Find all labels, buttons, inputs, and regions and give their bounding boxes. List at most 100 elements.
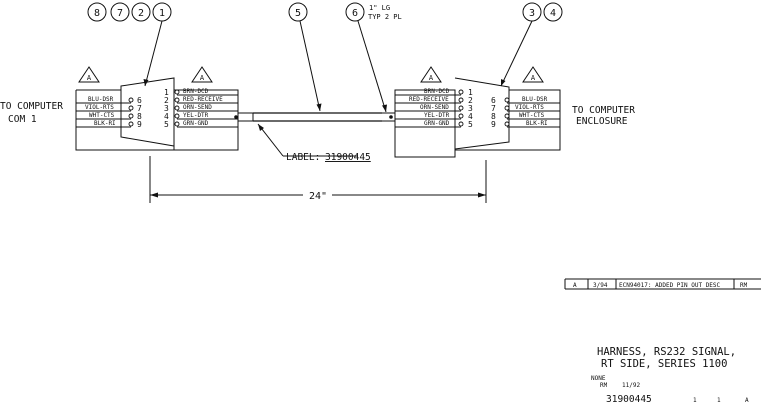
right-pin-1: 1	[468, 88, 473, 97]
left-pin-1: 1	[164, 88, 169, 97]
left-backshell-front	[174, 89, 239, 151]
left-side-label-1: TO COMPUTER	[0, 101, 63, 112]
left-side-label-2: COM 1	[8, 114, 37, 125]
right-side-label-2: ENCLOSURE	[576, 116, 628, 127]
balloon-cable: 5	[288, 2, 308, 22]
cable-clamp-left	[238, 112, 254, 122]
leader-line-left	[144, 20, 163, 87]
right-wire-label-pin5: GRN-GND	[424, 120, 450, 127]
label-qty-note: TYP 2 PL	[368, 13, 402, 21]
revision-letter: A	[573, 282, 577, 289]
balloon-group-left: 8 7 2 1	[87, 2, 172, 22]
right-wire-label-pin1: BRN-DCD	[424, 88, 450, 95]
revision-block: A 3/94 ECN94017: ADDED PIN OUT DESC RM	[564, 278, 761, 290]
length-dimension: 24"	[149, 156, 487, 203]
dimension-text: 24"	[309, 191, 327, 202]
left-pin-8: 8	[137, 112, 142, 121]
left-wire-label-pin8: WHT-CTS	[89, 112, 115, 119]
right-wire-label-pin6: BLU-DSR	[522, 96, 548, 103]
leader-arrow-tag	[382, 104, 387, 112]
leader-arrow-right	[501, 79, 506, 86]
label-callout-part: 31900445	[325, 152, 371, 163]
drawing-title-line-2: RT SIDE, SERIES 1100	[601, 358, 727, 370]
balloon-1-text: 1	[159, 8, 165, 19]
left-pin-6: 6	[137, 96, 142, 105]
right-pin-4: 4	[468, 112, 473, 121]
left-pin-5: 5	[164, 120, 169, 129]
balloon-7-text: 7	[117, 8, 123, 19]
right-wire-label-pin9: BLK-RI	[526, 120, 548, 127]
warning-triangle-left-b	[191, 66, 213, 83]
left-wire-label-pin9: BLK-RI	[94, 120, 116, 127]
revision-initials: RM	[740, 282, 748, 289]
triangle-left-a-text: A	[87, 74, 92, 82]
balloon-7	[110, 2, 130, 22]
right-pin-8: 8	[491, 112, 496, 121]
drawn-date: 11/92	[622, 382, 640, 389]
left-connector: TO COMPUTER COM 1 A A BLU-DSR VIOL-RTS W…	[0, 66, 239, 151]
right-wire-label-pin2: RED-RECEIVE	[409, 96, 449, 103]
right-wire-label-pin8: WHT-CTS	[519, 112, 545, 119]
left-backshell	[75, 89, 175, 151]
balloon-8-text: 8	[94, 8, 100, 19]
right-pin-3: 3	[468, 104, 473, 113]
right-pin-7: 7	[491, 104, 496, 113]
title-block: HARNESS, RS232 SIGNAL, RT SIDE, SERIES 1…	[591, 346, 749, 405]
right-pin-2: 2	[468, 96, 473, 105]
sheet-of: 1	[717, 397, 721, 404]
right-pin-5: 5	[468, 120, 473, 129]
balloon-2-text: 2	[138, 8, 144, 19]
left-pin-9: 9	[137, 120, 142, 129]
cable-assembly: LABEL: 31900445	[234, 112, 395, 163]
cable-jacket	[253, 112, 382, 122]
left-pin-4: 4	[164, 112, 169, 121]
drawing-number: 31900445	[606, 394, 652, 405]
balloon-8	[87, 2, 107, 22]
label-leader-arrow	[258, 124, 264, 131]
balloon-3-text: 3	[529, 8, 535, 19]
revision-description: ECN94017: ADDED PIN OUT DESC	[619, 282, 721, 289]
right-connector: A A BRN-DCD RED-RECEIVE ORN-SEND YEL-DTR…	[394, 66, 635, 158]
title-block-rev: A	[745, 397, 749, 404]
left-wire-label-pin5: GRN-GND	[183, 120, 209, 127]
drawing-title-line-1: HARNESS, RS232 SIGNAL,	[597, 346, 736, 358]
left-wire-label-pin2: RED-RECEIVE	[183, 96, 223, 103]
revision-date: 3/94	[593, 282, 608, 289]
balloon-5-text: 5	[295, 8, 301, 19]
balloon-label-tag: 6	[345, 2, 365, 22]
right-pin-6: 6	[491, 96, 496, 105]
left-wire-label-pin7: VIOL-RTS	[85, 104, 114, 111]
left-pin-3: 3	[164, 104, 169, 113]
tolerance-value: NONE	[591, 375, 606, 382]
cable-end-dot-left	[234, 115, 238, 119]
cable-clamp-right	[382, 112, 395, 122]
leader-line-cable	[299, 20, 321, 112]
left-pin-2: 2	[164, 96, 169, 105]
right-wire-label-pin4: YEL-DTR	[424, 112, 450, 119]
right-side-label-1: TO COMPUTER	[572, 105, 635, 116]
balloon-6-text: 6	[352, 8, 358, 19]
triangle-right-b-text: A	[531, 74, 536, 82]
balloon-4-text: 4	[550, 8, 556, 19]
right-backshell-rear	[394, 89, 456, 158]
sheet-number: 1	[693, 397, 697, 404]
right-wire-label-pin3: ORN-SEND	[420, 104, 449, 111]
balloon-group-right: 3 4	[522, 2, 563, 22]
right-backshell-front	[455, 89, 561, 151]
cable-end-dot-right	[389, 115, 393, 119]
left-wire-label-pin6: BLU-DSR	[88, 96, 114, 103]
label-length-note: 1" LG	[369, 4, 390, 12]
left-pin-7: 7	[137, 104, 142, 113]
balloon-4	[543, 2, 563, 22]
warning-triangle-right-b	[522, 66, 544, 83]
label-callout-prefix: LABEL:	[286, 152, 320, 163]
triangle-right-a-text: A	[429, 74, 434, 82]
warning-triangle-right-a	[420, 66, 442, 83]
left-wire-label-pin3: ORN-SEND	[183, 104, 212, 111]
balloon-2	[131, 2, 151, 22]
left-wire-label-pin1: BRN-DCD	[183, 88, 209, 95]
drawn-by: RM	[600, 382, 608, 389]
right-wire-label-pin7: VIOL-RTS	[515, 104, 544, 111]
right-db9-shell	[454, 77, 510, 150]
leader-line-right	[500, 20, 533, 87]
